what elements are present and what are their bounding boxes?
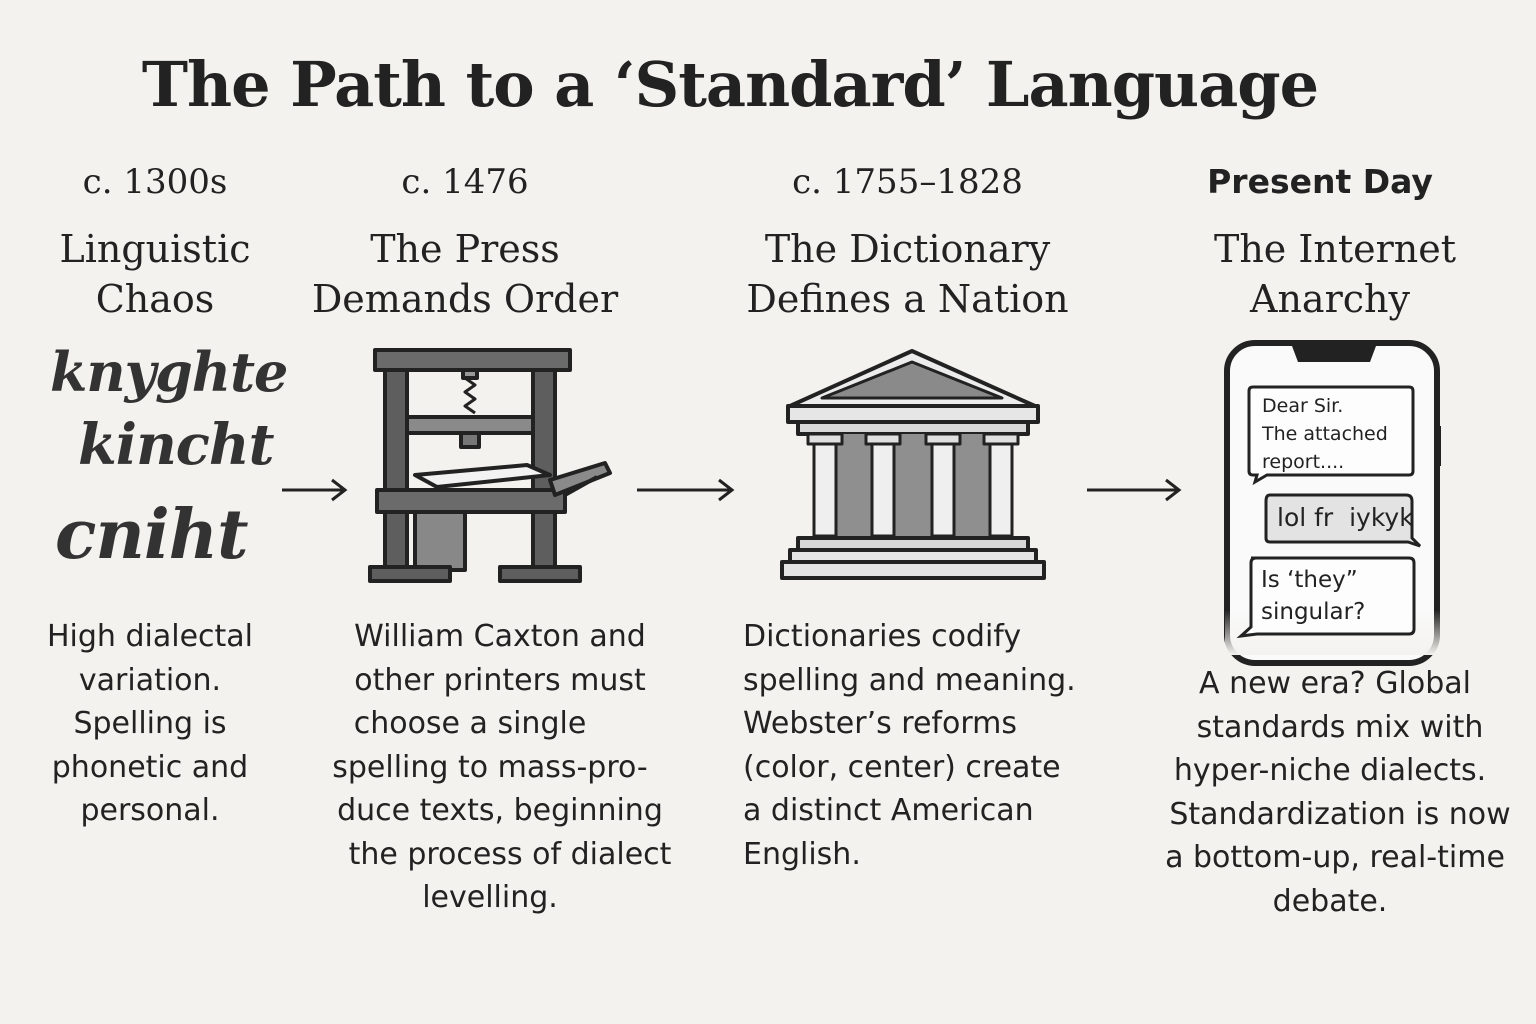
message-line: Dear Sir. bbox=[1262, 395, 1344, 417]
stage-1755-1828: c. 1755–1828 The Dictionary Defines a Na… bbox=[735, 160, 1080, 324]
stage-heading: The Dictionary Defines a Nation bbox=[735, 224, 1080, 324]
message-bubble-question bbox=[1236, 556, 1416, 639]
stage-description: Dictionaries codify spelling and meaning… bbox=[743, 615, 1083, 876]
description-line: Webster’s reforms bbox=[743, 706, 1017, 741]
description-line: debate. bbox=[1272, 883, 1388, 919]
stage-1476: c. 1476 The Press Demands Order bbox=[305, 160, 625, 324]
printing-press-icon bbox=[368, 348, 612, 583]
page-title: The Path to a ‘Standard’ Language bbox=[141, 48, 1319, 121]
description-line: standards mix with bbox=[1196, 709, 1484, 745]
heading-line: The Dictionary bbox=[764, 227, 1051, 271]
message-line: The attached bbox=[1262, 423, 1388, 445]
description-line: duce texts, beginning bbox=[337, 793, 663, 828]
message-text: Dear Sir. The attached report.... bbox=[1262, 392, 1388, 476]
description-line: High dialectal bbox=[46, 619, 253, 654]
right-arrow-icon bbox=[282, 478, 348, 502]
description-line: A new era? Global bbox=[1199, 666, 1471, 701]
stage-heading: The Internet Anarchy bbox=[1185, 224, 1485, 324]
stage-date: Present Day bbox=[1207, 162, 1433, 201]
classical-building-icon bbox=[780, 349, 1046, 580]
heading-line: The Internet bbox=[1213, 227, 1457, 271]
message-text: Is ‘they” singular? bbox=[1261, 564, 1365, 628]
description-line: Spelling is bbox=[73, 706, 227, 741]
spelling-kincht: kincht bbox=[78, 412, 274, 478]
stage-date: c. 1300s bbox=[82, 162, 228, 202]
description-line: a bottom-up, real-time bbox=[1165, 840, 1505, 875]
heading-line: Chaos bbox=[95, 277, 215, 321]
stage-date: c. 1755–1828 bbox=[792, 162, 1023, 202]
description-line: spelling and meaning. bbox=[743, 662, 1076, 698]
message-line: singular? bbox=[1261, 599, 1366, 625]
stage-1300s: c. 1300s Linguistic Chaos bbox=[30, 160, 280, 324]
stage-heading: Linguistic Chaos bbox=[30, 224, 280, 324]
message-bubble-slang bbox=[1264, 493, 1422, 548]
heading-line: Anarchy bbox=[1250, 277, 1410, 321]
stage-description: High dialectal variation. Spelling is ph… bbox=[30, 615, 270, 833]
description-line: a distinct American bbox=[743, 793, 1034, 828]
description-line: choose a single bbox=[353, 706, 587, 741]
description-line: hyper-niche dialects. bbox=[1173, 753, 1487, 788]
description-line: English. bbox=[743, 836, 861, 872]
right-arrow-icon bbox=[1087, 478, 1182, 502]
heading-line: Defines a Nation bbox=[746, 277, 1069, 321]
message-text: lol fr iykyk bbox=[1277, 503, 1414, 532]
message-line: report.... bbox=[1262, 451, 1345, 473]
message-line: Is ‘they” bbox=[1261, 567, 1358, 593]
stage-heading: The Press Demands Order bbox=[305, 224, 625, 324]
spelling-knyghte: knyghte bbox=[50, 340, 288, 404]
description-line: levelling. bbox=[422, 880, 558, 915]
stage-description: William Caxton and other printers must c… bbox=[315, 615, 685, 920]
spelling-cniht: cniht bbox=[55, 495, 249, 575]
description-line: phonetic and bbox=[51, 749, 249, 785]
description-line: personal. bbox=[80, 793, 220, 828]
description-line: Dictionaries codify bbox=[743, 619, 1022, 654]
description-line: the process of dialect bbox=[348, 836, 672, 872]
message-bubble-formal bbox=[1247, 385, 1415, 486]
description-line: other printers must bbox=[354, 662, 646, 698]
description-line: (color, center) create bbox=[743, 749, 1061, 785]
stage-description: A new era? Global standards mix with hyp… bbox=[1155, 662, 1525, 923]
right-arrow-icon bbox=[637, 478, 735, 502]
description-line: variation. bbox=[78, 662, 222, 698]
description-line: William Caxton and bbox=[354, 619, 646, 654]
description-line: Standardization is now bbox=[1169, 796, 1511, 832]
heading-line: The Press bbox=[370, 227, 560, 271]
stage-date: c. 1476 bbox=[401, 162, 529, 202]
heading-line: Demands Order bbox=[311, 277, 619, 321]
description-line: spelling to mass-pro- bbox=[332, 749, 648, 785]
heading-line: Linguistic bbox=[59, 227, 251, 271]
stage-present-day: Present Day The Internet Anarchy bbox=[1185, 160, 1485, 324]
